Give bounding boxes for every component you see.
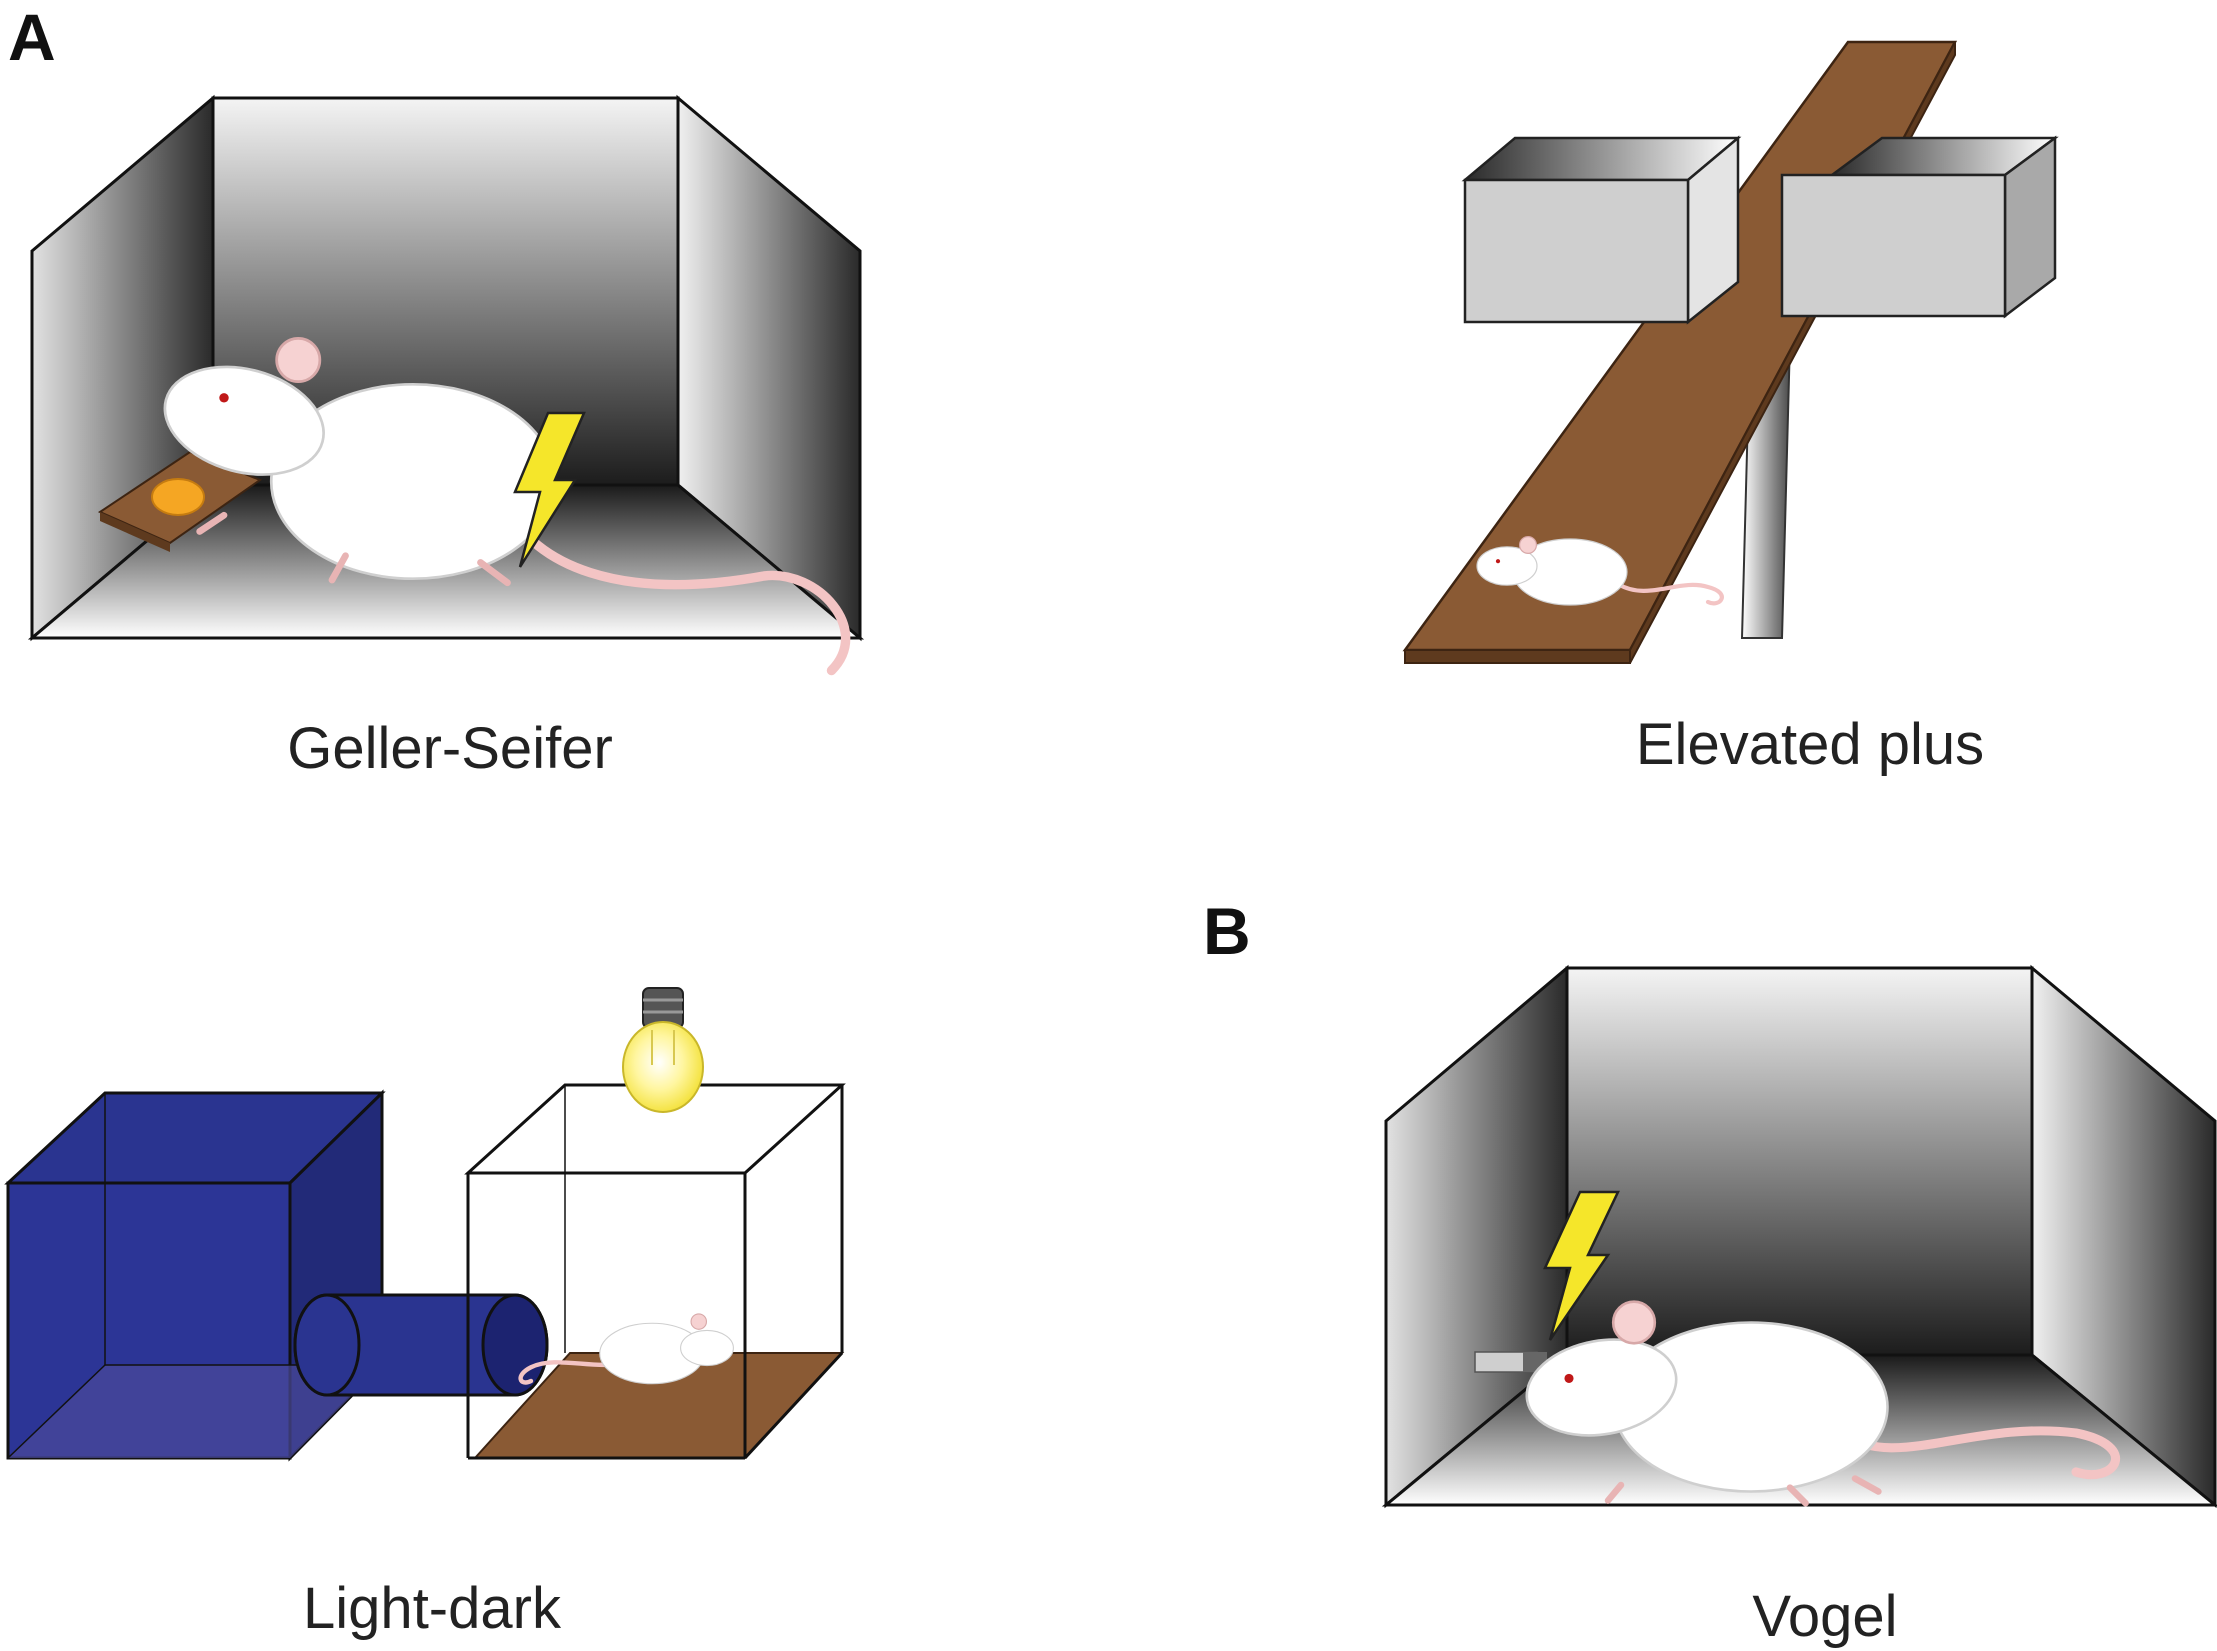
light-dark-box bbox=[4, 987, 846, 1462]
mouse-ear bbox=[690, 1313, 708, 1330]
mouse-eye bbox=[1564, 1373, 1574, 1383]
shock-bolt-icon bbox=[1543, 1190, 1620, 1341]
mouse-tail bbox=[1615, 581, 1724, 606]
mouse bbox=[163, 337, 851, 676]
mouse bbox=[1525, 1300, 2121, 1507]
caption-vogel: Vogel bbox=[1752, 1584, 1898, 1649]
closed-arm-right bbox=[1780, 135, 2059, 319]
chamber-back-wall bbox=[1565, 966, 2034, 1357]
vogel-chamber bbox=[1381, 964, 2217, 1509]
caption-elevated-plus: Elevated plus bbox=[1635, 712, 1985, 777]
elevated-plus-maze bbox=[1402, 40, 2059, 664]
mouse-eye bbox=[1495, 559, 1501, 564]
food-pellet bbox=[151, 478, 205, 516]
panel-label-a: A bbox=[8, 0, 56, 74]
caption-geller-seifer: Geller-Seifer bbox=[287, 716, 613, 781]
geller-seifer-chamber bbox=[27, 94, 865, 676]
mouse-tail bbox=[502, 503, 851, 676]
mouse-ear bbox=[275, 337, 322, 383]
mouse-ear bbox=[1611, 1300, 1657, 1345]
connecting-tunnel bbox=[293, 1293, 549, 1397]
mouse-eye bbox=[219, 393, 229, 403]
shock-bolt-icon bbox=[513, 411, 586, 568]
closed-arm-left bbox=[1461, 135, 1742, 325]
dark-compartment bbox=[4, 1089, 386, 1462]
panel-label-b: B bbox=[1203, 894, 1251, 968]
food-tray bbox=[97, 450, 263, 552]
caption-light-dark: Light-dark bbox=[303, 1576, 561, 1641]
mouse bbox=[518, 1313, 734, 1385]
mouse bbox=[1476, 536, 1724, 606]
mouse-tail bbox=[518, 1360, 616, 1385]
mouse-tail bbox=[1837, 1426, 2121, 1480]
drinking-spout bbox=[1474, 1351, 1547, 1373]
mouse-ear bbox=[1519, 536, 1538, 555]
light-compartment bbox=[464, 1083, 846, 1460]
light-bulb-icon bbox=[622, 987, 704, 1113]
